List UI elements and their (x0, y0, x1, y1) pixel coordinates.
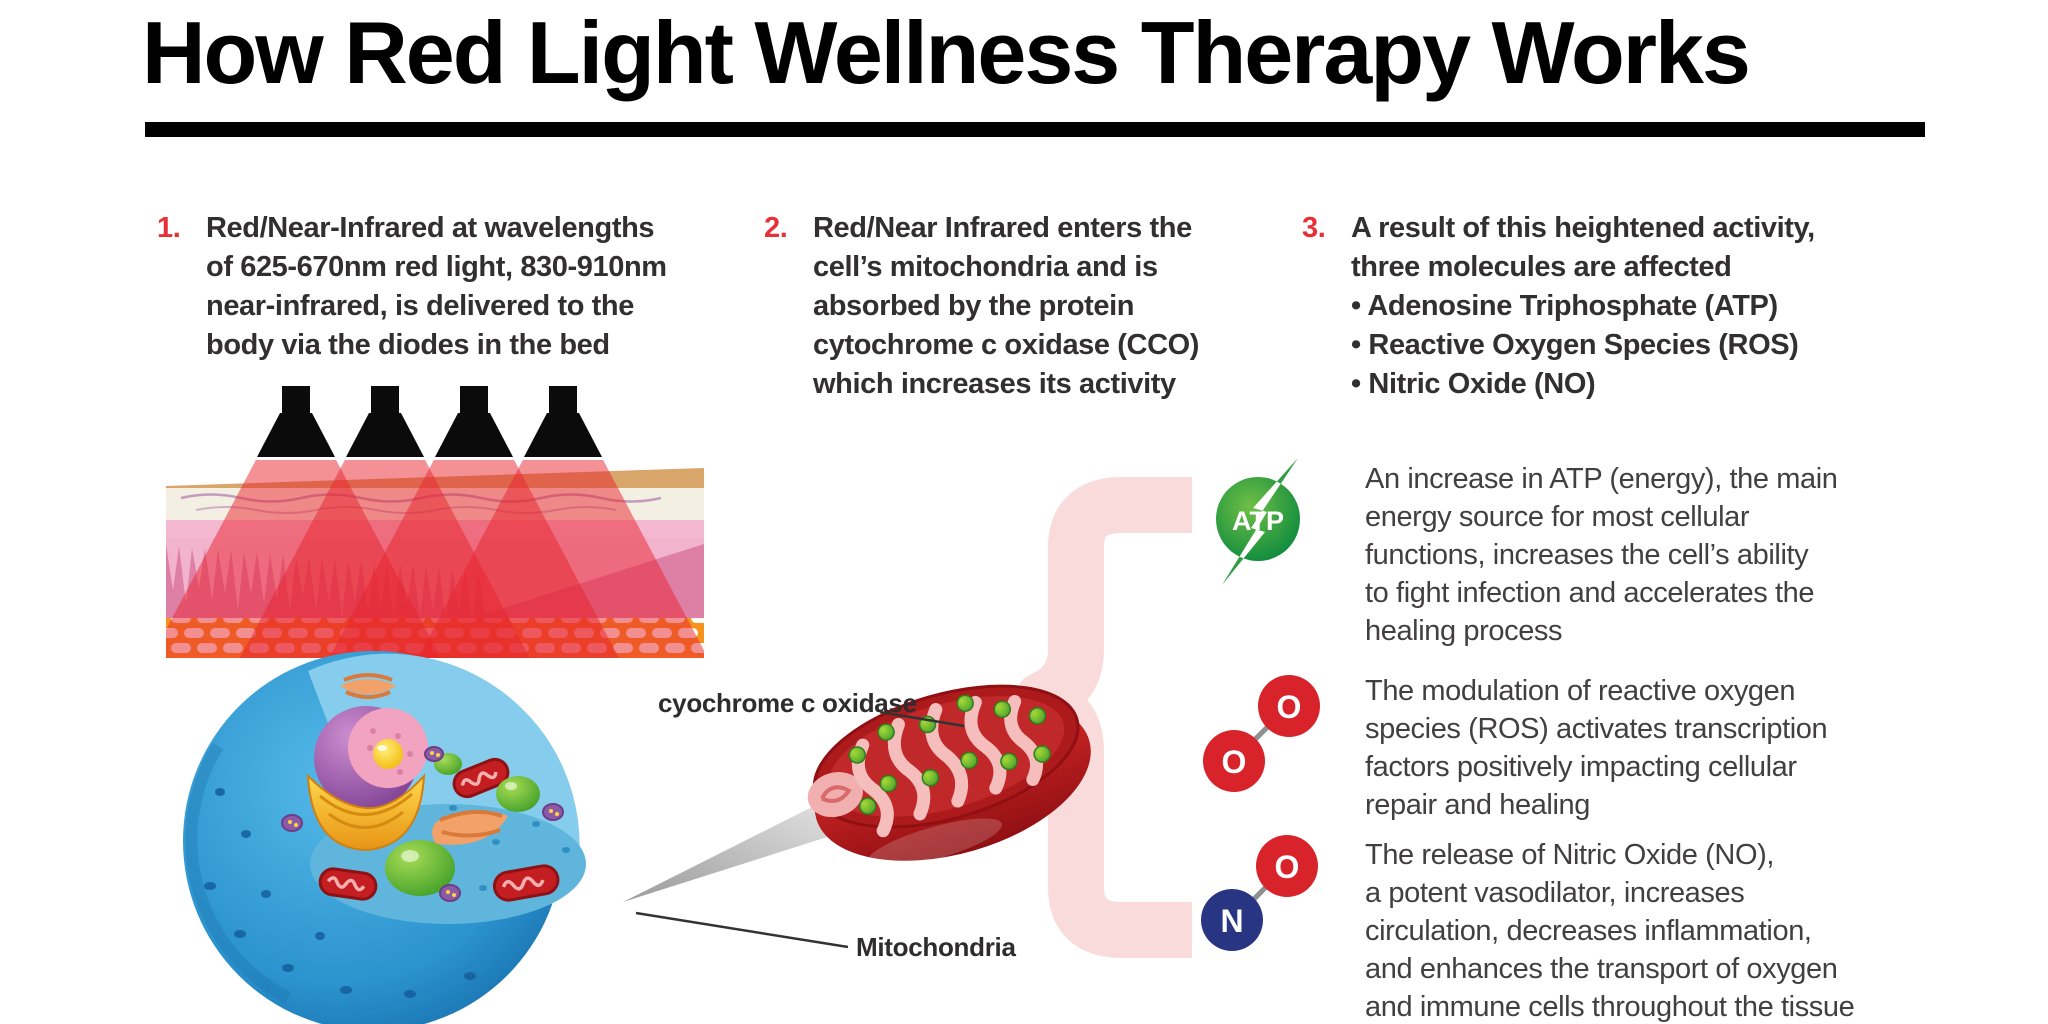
golgi-apparatus-right (432, 809, 508, 845)
vesicles (281, 746, 564, 902)
oxygen-atom-label: O (1277, 689, 1302, 725)
magnifier-wedge (623, 798, 843, 902)
membrane-dots (204, 788, 476, 998)
no-paragraph: The release of Nitric Oxide (NO), a pote… (1365, 839, 1855, 1023)
step-2-text: Red/Near Infrared enters the cell’s mito… (813, 212, 1200, 400)
endoplasmic-reticulum (306, 773, 426, 852)
oxygen-atom-label: O (1275, 849, 1300, 885)
red-light-beams (166, 460, 704, 658)
small-mitochondrion (492, 864, 560, 902)
small-mitochondrion (318, 867, 378, 901)
diode-icon (524, 386, 602, 457)
nitric-oxide-icon: O N (1201, 835, 1318, 951)
page-title: How Red Light Wellness Therapy Works (142, 3, 1751, 102)
golgi-apparatus-top (340, 673, 396, 699)
mitochondria-illustration (807, 684, 1091, 868)
atp-icon: ATP (1216, 458, 1300, 585)
red-light-bed-illustration (166, 386, 704, 658)
diode-icon (435, 386, 513, 457)
atp-symbol: ATP (1232, 506, 1284, 536)
oxygen-atom-label: O (1222, 744, 1247, 780)
nucleus (314, 706, 428, 810)
step-1-number: 1. (157, 212, 181, 244)
step-2: 2. Red/Near Infrared enters the cell’s m… (764, 209, 1233, 404)
step-2-number: 2. (764, 212, 788, 244)
diode-icon (257, 386, 335, 457)
cco-pointer-line (879, 710, 965, 728)
atp-paragraph: An increase in ATP (energy), the main en… (1365, 463, 1838, 647)
mitochondria-pointer-line (635, 911, 849, 949)
step-1-text: Red/Near-Infrared at wavelengths of 625-… (206, 212, 667, 361)
small-mitochondrion (452, 757, 510, 799)
mitochondria-label: Mitochondria (856, 932, 1016, 962)
step-1: 1. Red/Near-Infrared at wavelengths of 6… (157, 209, 676, 365)
reactive-oxygen-icon: O O (1203, 675, 1320, 792)
step-3: 3. A result of this heightened activity,… (1302, 209, 1931, 404)
cco-label: cyochrome c oxidase (658, 688, 917, 718)
diode-icons (257, 386, 602, 457)
diode-icon (346, 386, 424, 457)
step-3-text: A result of this heightened activity, th… (1351, 212, 1815, 400)
cell-illustration (183, 651, 586, 1024)
step-3-number: 3. (1302, 212, 1326, 244)
ros-paragraph: The modulation of reactive oxygen specie… (1365, 675, 1828, 821)
nitrogen-atom-label: N (1220, 903, 1243, 939)
title-underline (145, 122, 1925, 137)
